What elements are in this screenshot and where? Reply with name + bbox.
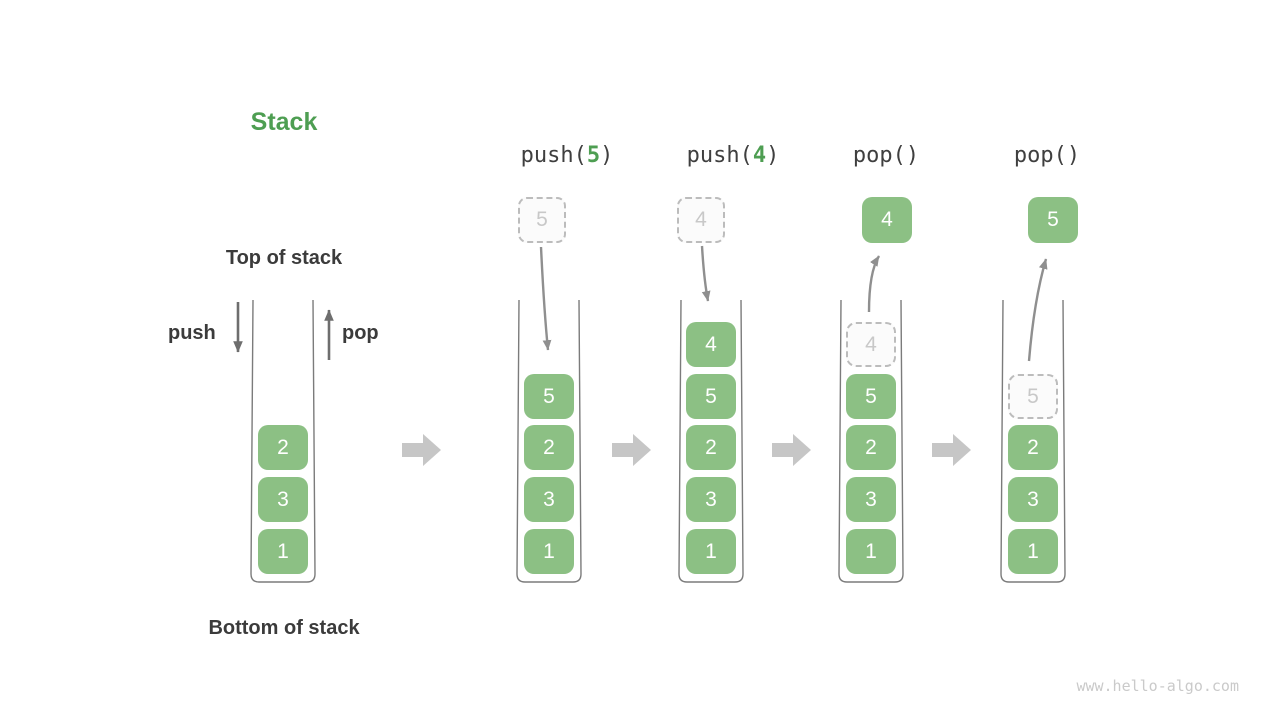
op-fn: push( <box>520 143 587 168</box>
diagram-title: Stack <box>250 108 318 136</box>
stack-container-after-push-5 <box>516 299 582 583</box>
bottom-of-stack-label: Bottom of stack <box>208 617 360 639</box>
stack-cell: 5 <box>846 374 896 419</box>
step-arrow-4 <box>932 434 971 466</box>
op-arg: 5 <box>586 143 601 168</box>
op-close: ) <box>600 143 614 168</box>
pop-5-arrow <box>1027 258 1048 362</box>
op-close: ) <box>766 143 780 168</box>
watermark: www.hello-algo.com <box>1076 677 1239 695</box>
op-label-pop-1: pop() <box>853 143 919 168</box>
stack-cell: 2 <box>524 425 574 470</box>
stack-cell-ghost: 4 <box>846 322 896 367</box>
push-4-arrow <box>700 245 711 302</box>
stack-cell: 3 <box>846 477 896 522</box>
incoming-value-box: 4 <box>677 197 725 243</box>
op-fn: pop() <box>1013 143 1081 168</box>
popped-value-box: 5 <box>1028 197 1078 243</box>
stack-cell: 3 <box>258 477 308 522</box>
popped-value-box: 4 <box>862 197 912 243</box>
stack-cell: 3 <box>686 477 736 522</box>
stack-container-after-pop-4 <box>838 299 904 583</box>
step-arrow-1 <box>402 434 441 466</box>
stack-cell: 3 <box>1008 477 1058 522</box>
stack-cell: 2 <box>686 425 736 470</box>
pop-4-arrow <box>867 255 881 313</box>
stack-cell: 1 <box>1008 529 1058 574</box>
stack-cell: 4 <box>686 322 736 367</box>
op-fn: push( <box>686 143 753 168</box>
step-arrow-2 <box>612 434 651 466</box>
stack-cell: 5 <box>686 374 736 419</box>
top-of-stack-label: Top of stack <box>225 247 343 269</box>
stack-cell: 2 <box>1008 425 1058 470</box>
stack-cell: 3 <box>524 477 574 522</box>
stack-container-after-pop-5 <box>1000 299 1066 583</box>
stack-cell: 1 <box>686 529 736 574</box>
stack-cell: 5 <box>524 374 574 419</box>
op-label-push-5: push(5) <box>521 143 614 168</box>
push-label: push <box>168 322 216 344</box>
op-fn: pop() <box>852 143 920 168</box>
op-label-pop-2: pop() <box>1014 143 1080 168</box>
stack-cell: 2 <box>846 425 896 470</box>
stack-cell: 1 <box>524 529 574 574</box>
stack-cell-ghost: 5 <box>1008 374 1058 419</box>
step-arrow-3 <box>772 434 811 466</box>
incoming-value-box: 5 <box>518 197 566 243</box>
op-label-push-4: push(4) <box>687 143 780 168</box>
push-5-arrow <box>539 246 552 351</box>
stack-cell: 1 <box>846 529 896 574</box>
stack-cell: 1 <box>258 529 308 574</box>
stack-container-after-push-4 <box>678 299 744 583</box>
stack-cell: 2 <box>258 425 308 470</box>
pop-label: pop <box>342 322 379 344</box>
stack-container-initial <box>250 299 316 583</box>
op-arg: 4 <box>752 143 767 168</box>
